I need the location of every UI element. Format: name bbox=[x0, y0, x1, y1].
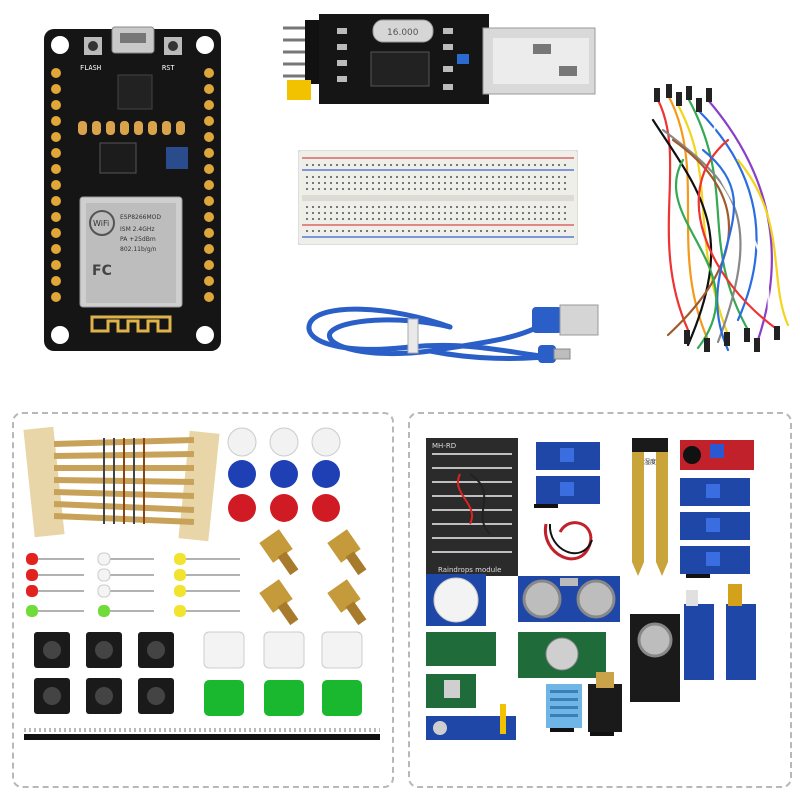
blue-modules bbox=[536, 442, 750, 574]
breadboard bbox=[298, 150, 578, 245]
rain-sensor: MH-RD Raindrops module bbox=[426, 438, 518, 576]
pin-headers bbox=[24, 728, 380, 740]
ir-modules bbox=[684, 584, 756, 680]
jumper-wires bbox=[651, 84, 790, 352]
laser-module bbox=[588, 672, 622, 732]
rain-header-label: MH-RD bbox=[432, 442, 456, 450]
nodemcu-board: FLASH RST WiFi ESP8266MOD ISM 2.4GHz PA … bbox=[44, 26, 221, 351]
left-panel-contents bbox=[23, 426, 380, 740]
crystal-label: 16.000 bbox=[387, 28, 419, 38]
potentiometers bbox=[259, 529, 367, 626]
square-caps bbox=[203, 631, 363, 716]
silk-rst: RST bbox=[162, 64, 175, 72]
module-name: ESP8266MOD bbox=[120, 214, 161, 221]
red-wire bbox=[543, 521, 593, 561]
fcc-mark: FC bbox=[92, 263, 112, 279]
soil-probe: 土壤湿度检测 bbox=[632, 438, 668, 576]
gas-sensor bbox=[630, 614, 680, 702]
module-line-1: ISM 2.4GHz bbox=[120, 226, 155, 233]
dht11-sensor bbox=[546, 684, 582, 728]
tactile-switches bbox=[34, 632, 174, 714]
silk-flash: FLASH bbox=[80, 64, 101, 72]
resistor-bundles bbox=[23, 426, 220, 542]
usb-ttl-adapter: 16.000 bbox=[283, 14, 596, 104]
soil-label: 土壤湿度检测 bbox=[632, 458, 668, 466]
rtc-module bbox=[518, 632, 606, 678]
small-module-bottom bbox=[426, 704, 516, 740]
button-caps bbox=[227, 427, 341, 522]
module-line-3: 802.11b/g/n bbox=[120, 246, 157, 253]
ultrasonic-sensor bbox=[518, 576, 620, 622]
leds bbox=[26, 552, 240, 617]
pir-sensor bbox=[426, 574, 486, 626]
module-line-2: PA +25dBm bbox=[120, 236, 156, 243]
rain-module-label: Raindrops module bbox=[438, 566, 501, 574]
sound-sensor bbox=[680, 440, 754, 470]
wifi-logo: WiFi bbox=[93, 219, 109, 228]
rf-modules bbox=[426, 632, 496, 708]
right-panel-contents: MH-RD Raindrops module 土壤湿度检测 bbox=[426, 438, 756, 740]
usb-cable bbox=[306, 304, 599, 363]
